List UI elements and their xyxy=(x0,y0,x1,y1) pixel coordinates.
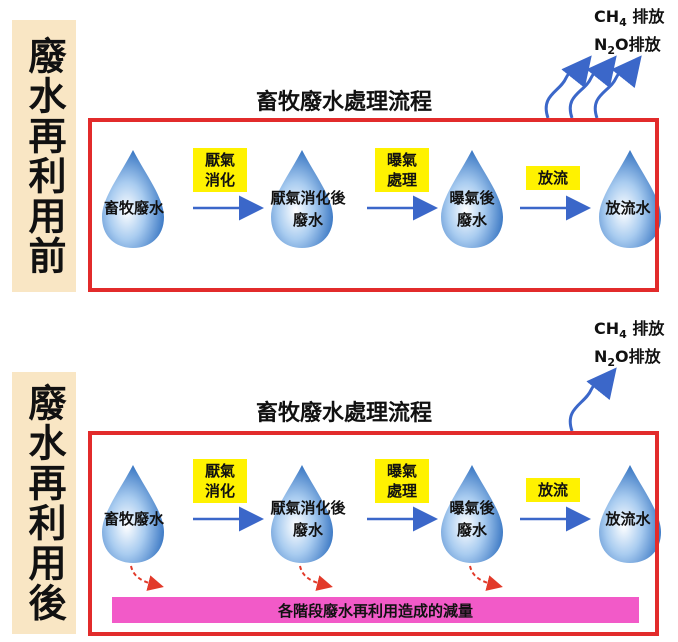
emission-label-after: CH4 排放 N2O排放 xyxy=(594,319,665,370)
panel-title-after: 畜牧廢水處理流程 xyxy=(256,401,433,426)
step-tag-aeration: 曝氣 處理 xyxy=(375,459,429,503)
process-frame-after xyxy=(88,431,659,636)
side-label-after: 廢水再利用後 xyxy=(12,372,76,634)
side-label-text: 廢水再利用後 xyxy=(22,383,66,623)
step-tag-aeration: 曝氣 處理 xyxy=(375,148,429,192)
step-tag-discharge: 放流 xyxy=(526,166,580,190)
process-frame-before xyxy=(88,118,659,292)
stage-label-raw: 畜牧廢水 xyxy=(103,199,164,217)
droplet-icon-2b xyxy=(271,465,333,563)
emission-label-before: CH4 排放 N2O排放 xyxy=(594,7,665,58)
side-label-text: 廢水再利用前 xyxy=(22,36,66,276)
stage-label-effluent: 放流水 xyxy=(605,510,651,528)
side-label-before: 廢水再利用前 xyxy=(12,20,76,292)
emission-arrow-1a xyxy=(544,55,592,119)
stage-label-digested: 厭氣消化後 廢水 xyxy=(270,499,346,539)
droplet-icon-2d xyxy=(599,465,661,563)
step-tag-anaerobic: 厭氣 消化 xyxy=(193,459,247,503)
droplet-icon-1d xyxy=(599,150,661,248)
droplet-icon-2c xyxy=(441,465,503,563)
reduction-bar: 各階段廢水再利用造成的減量 xyxy=(112,597,639,623)
stage-label-digested: 厭氣消化後 廢水 xyxy=(270,189,346,229)
stage-label-effluent: 放流水 xyxy=(605,199,651,217)
reduction-arrow-b xyxy=(299,565,333,591)
droplet-icon-1a xyxy=(102,150,164,248)
emission-arrow-2 xyxy=(568,367,617,432)
droplet-icon-2a xyxy=(102,465,164,563)
stage-label-aerated: 曝氣後 廢水 xyxy=(449,189,495,229)
droplet-icon-1c xyxy=(441,150,503,248)
reduction-arrow-a xyxy=(130,565,164,591)
step-tag-discharge: 放流 xyxy=(526,478,580,502)
emission-arrow-1c xyxy=(593,55,642,119)
reduction-arrow-c xyxy=(469,565,503,591)
panel-title-before: 畜牧廢水處理流程 xyxy=(256,90,433,115)
droplet-icon-1b xyxy=(271,150,333,248)
stage-label-aerated: 曝氣後 廢水 xyxy=(449,499,495,539)
stage-label-raw: 畜牧廢水 xyxy=(103,510,164,528)
step-tag-anaerobic: 厭氣 消化 xyxy=(193,148,247,192)
emission-arrow-1b xyxy=(568,55,617,119)
